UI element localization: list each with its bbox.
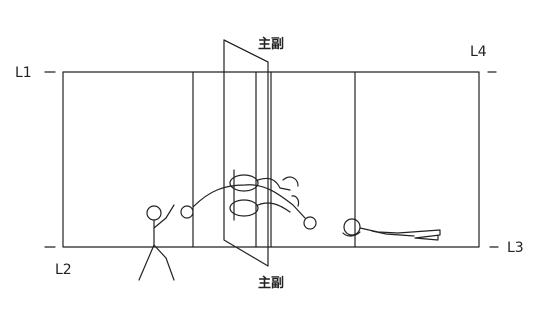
net-plane	[223, 39, 269, 267]
net-top-edge	[223, 39, 269, 63]
label-top-ref: 主副	[258, 36, 284, 52]
label-l1: L1	[15, 65, 32, 81]
label-l4: L4	[470, 44, 487, 60]
label-bottom-ref: 主副	[258, 275, 284, 291]
label-l3: L3	[507, 240, 524, 256]
label-l2: L2	[55, 262, 72, 278]
blocker-figures	[229, 169, 300, 221]
ball-right	[303, 216, 317, 230]
player-diving	[342, 218, 441, 241]
ball-left	[180, 205, 194, 219]
ball-trajectory	[192, 184, 306, 219]
player-standing	[138, 204, 175, 281]
